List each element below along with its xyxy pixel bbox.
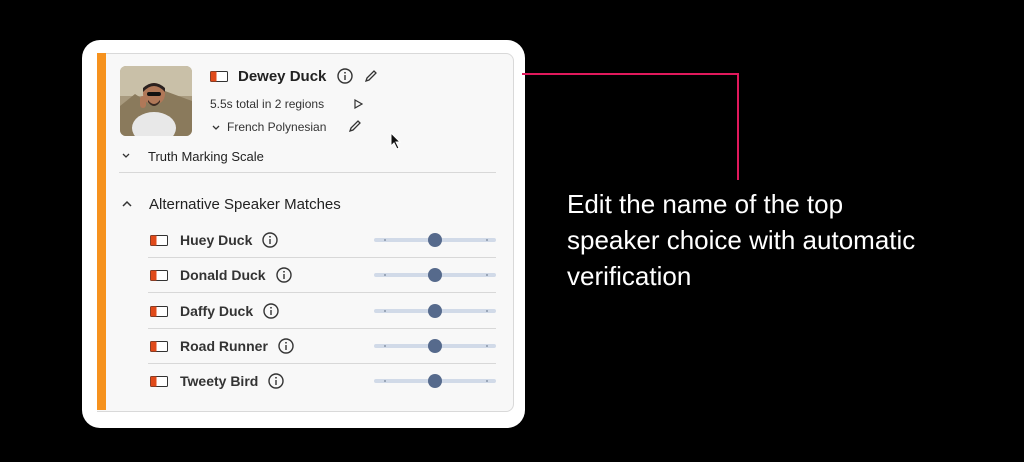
divider bbox=[148, 257, 496, 258]
slider-thumb[interactable] bbox=[428, 233, 442, 247]
info-icon[interactable] bbox=[268, 373, 284, 389]
speaker-flag-icon bbox=[150, 341, 168, 352]
slider-tick bbox=[486, 310, 489, 312]
speaker-name[interactable]: Dewey Duck bbox=[238, 68, 327, 85]
match-name[interactable]: Donald Duck bbox=[180, 267, 266, 283]
annotation-line-h bbox=[522, 73, 738, 75]
match-confidence-slider[interactable] bbox=[374, 302, 496, 320]
slider-thumb[interactable] bbox=[428, 268, 442, 282]
edit-location-pencil-icon[interactable] bbox=[348, 119, 362, 133]
slider-tick bbox=[486, 380, 489, 382]
play-icon[interactable] bbox=[354, 99, 363, 109]
divider bbox=[148, 363, 496, 364]
slider-tick bbox=[383, 239, 386, 241]
match-confidence-slider[interactable] bbox=[374, 337, 496, 355]
info-icon[interactable] bbox=[278, 338, 294, 354]
match-name[interactable]: Tweety Bird bbox=[180, 373, 259, 389]
mouse-cursor-icon bbox=[390, 132, 402, 150]
speaker-flag-icon bbox=[150, 270, 168, 281]
speaker-flag-icon bbox=[210, 71, 228, 82]
divider bbox=[148, 292, 496, 293]
speaker-summary: 5.5s total in 2 regions bbox=[210, 97, 325, 111]
edit-name-pencil-icon[interactable] bbox=[364, 69, 378, 83]
accent-bar bbox=[97, 53, 106, 410]
slider-tick bbox=[383, 274, 386, 276]
avatar bbox=[120, 66, 192, 136]
match-name[interactable]: Huey Duck bbox=[180, 232, 253, 248]
annotation-line-v bbox=[737, 73, 739, 180]
speaker-location[interactable]: French Polynesian bbox=[227, 120, 327, 134]
slider-tick bbox=[383, 345, 386, 347]
info-icon[interactable] bbox=[262, 232, 278, 248]
divider bbox=[119, 172, 496, 173]
chevron-down-icon[interactable] bbox=[211, 124, 221, 132]
truth-chevron-down-icon[interactable] bbox=[121, 152, 131, 160]
speaker-flag-icon bbox=[150, 306, 168, 317]
divider bbox=[148, 328, 496, 329]
slider-thumb[interactable] bbox=[428, 339, 442, 353]
speaker-flag-icon bbox=[150, 235, 168, 246]
match-confidence-slider[interactable] bbox=[374, 231, 496, 249]
info-icon[interactable] bbox=[276, 267, 292, 283]
slider-tick bbox=[383, 310, 386, 312]
slider-thumb[interactable] bbox=[428, 374, 442, 388]
slider-tick bbox=[383, 380, 386, 382]
annotation-caption: Edit the name of the top speaker choice … bbox=[567, 189, 916, 291]
chevron-up-icon[interactable] bbox=[121, 199, 133, 209]
info-icon[interactable] bbox=[263, 303, 279, 319]
slider-thumb[interactable] bbox=[428, 304, 442, 318]
match-name[interactable]: Road Runner bbox=[180, 338, 268, 354]
match-confidence-slider[interactable] bbox=[374, 266, 496, 284]
slider-tick bbox=[486, 345, 489, 347]
slider-tick bbox=[486, 239, 489, 241]
match-confidence-slider[interactable] bbox=[374, 372, 496, 390]
speaker-flag-icon bbox=[150, 376, 168, 387]
info-icon[interactable] bbox=[337, 68, 353, 84]
alt-matches-label[interactable]: Alternative Speaker Matches bbox=[149, 196, 341, 213]
match-name[interactable]: Daffy Duck bbox=[180, 303, 254, 319]
slider-tick bbox=[486, 274, 489, 276]
truth-marking-label[interactable]: Truth Marking Scale bbox=[148, 149, 264, 164]
